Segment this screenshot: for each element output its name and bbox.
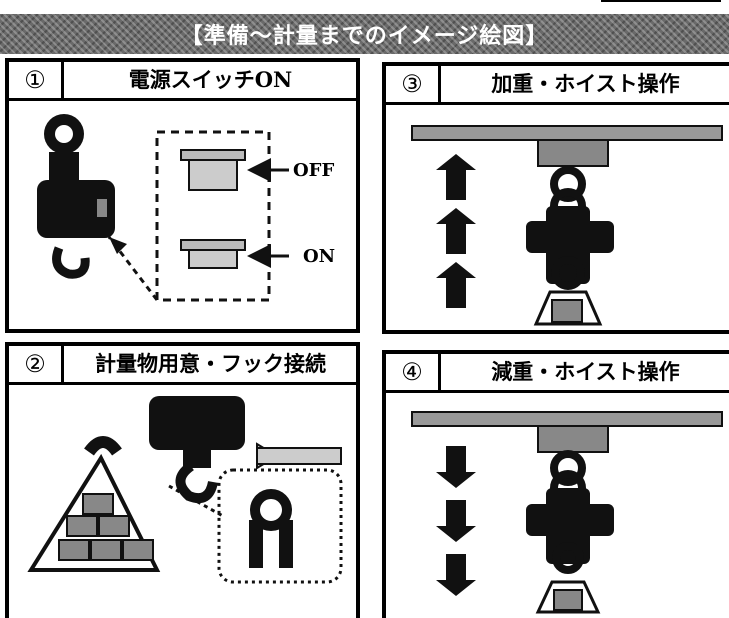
scale-device-icon	[149, 396, 245, 504]
step-number: ②	[9, 346, 64, 382]
step-number: ③	[386, 66, 441, 102]
panel-prepare-load: ② 計量物用意・フック接続	[5, 342, 360, 618]
panel-title: 加重・ホイスト操作	[491, 71, 680, 96]
hook-detail-frame	[217, 468, 343, 584]
switch-on-icon	[180, 239, 289, 269]
hoist-beam	[411, 411, 723, 427]
down-arrow-icon	[436, 446, 476, 596]
panel-title: 計量物用意・フック接続	[95, 351, 326, 376]
panel-header: ④ 減重・ホイスト操作	[386, 354, 729, 393]
panel-header: ② 計量物用意・フック接続	[9, 346, 356, 385]
scale-device-icon	[37, 114, 115, 279]
power-switch-illustration	[37, 114, 289, 302]
up-arrow-icon	[436, 154, 476, 308]
panel-power-switch: ① 電源スイッチON OFF ON	[5, 58, 360, 333]
hoist-beam	[411, 125, 723, 141]
step-number: ④	[386, 354, 441, 390]
on-label: ON	[303, 246, 336, 267]
scale-device-icon	[526, 450, 614, 574]
panel-title: 電源スイッチON	[128, 67, 293, 92]
step-number: ①	[9, 62, 64, 98]
panel-add-weight-hoist: ③ 加重・ホイスト操作	[382, 62, 729, 334]
panel-title: 減重・ホイスト操作	[491, 359, 680, 384]
add-weight-illustration	[411, 125, 723, 326]
panel-header: ③ 加重・ホイスト操作	[386, 66, 729, 105]
lifting-sling	[84, 436, 122, 456]
scale-device-icon	[526, 166, 614, 290]
off-label: OFF	[293, 160, 335, 181]
panel-reduce-weight-hoist: ④ 減重・ホイスト操作	[382, 350, 729, 618]
header-banner	[0, 14, 729, 54]
prepare-load-illustration	[27, 396, 343, 584]
page-title: 【準備〜計量までのイメージ絵図】	[180, 23, 549, 49]
reduce-weight-illustration	[411, 411, 723, 614]
panel-header: ① 電源スイッチON	[9, 62, 356, 101]
switch-off-icon	[180, 149, 289, 191]
switch-detail-frame	[155, 130, 271, 302]
hook-closeup-icon	[249, 489, 293, 568]
top-edge-line	[601, 0, 721, 8]
